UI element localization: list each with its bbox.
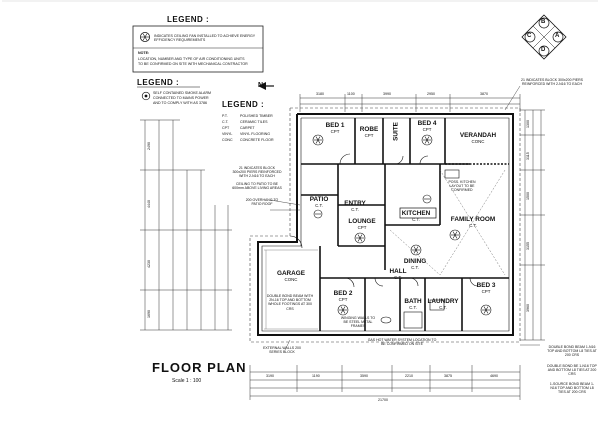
door-swings: [289, 153, 479, 288]
kitchen-bench: [399, 207, 437, 219]
note-beam-r2: DOUBLE BOND BE 1-N16 TOP AND BOTTOM L8 T…: [547, 364, 597, 377]
note-block-mid: 21 INDICATES BLOCK 300x200 PIERS REINFOR…: [232, 166, 282, 179]
finish-code-conc: CONC: [222, 138, 233, 142]
north-arrow: [258, 82, 274, 90]
smoke-legend-line-3: AND TO COMPLY WITH AS 3786: [153, 101, 208, 105]
dim-left-4: 1690: [147, 310, 151, 318]
note-bond-beam-garage: DOUBLE BOND BEAM WITH 2N-16 TOP AND BOTT…: [266, 294, 314, 311]
dim-bottom-5: 3875: [444, 374, 452, 378]
note-gas-hws: GAS HOT WATER SYSTEM LOCATION TO BE CONF…: [367, 338, 437, 347]
top-dimension-lines: [299, 94, 521, 112]
room-suite: SUITE: [392, 122, 400, 141]
note-ceiling-patio: CEILING TO PATIO TO BE 600mm ABOVE LIVIN…: [232, 182, 282, 191]
finish-desc-pt: POLISHED TIMBER: [240, 114, 273, 118]
garage-hatch: [264, 249, 318, 330]
laundry-tub: [429, 299, 445, 311]
note-overhang: 200 OVERHANG TO PATIO ROOF: [245, 198, 279, 207]
finish-code-pt: P.T.: [222, 114, 228, 118]
smoke-alarm-symbol: [141, 91, 151, 101]
dim-bottom-4: 2210: [405, 374, 413, 378]
fan-legend-note-line-2: TO BE CONFIRMED ON SITE WITH MECHANICAL …: [138, 62, 248, 66]
fan-legend-icon: [140, 32, 150, 42]
leader-lines: [269, 85, 540, 351]
ceiling-lines: [389, 169, 506, 276]
dim-bottom-2: 1190: [312, 374, 320, 378]
note-block-top: 21 INDICATES BLOCK 300x200 PIERS REINFOR…: [521, 78, 583, 87]
note-external-walls: EXTERNAL WALLS 200 SERIES BLOCK: [263, 346, 301, 355]
finish-desc-cpt: CARPET: [240, 126, 255, 130]
note-kitchen-layout: POSS. KITCHEN LAYOUT TO BE CONFIRMED: [448, 180, 476, 193]
left-dimension-lines: [140, 119, 232, 331]
dim-bottom-6: 4690: [490, 374, 498, 378]
note-beam-r1: DOUBLE BOND BEAM 1-N16 TOP AND BOTTOM L8…: [547, 345, 597, 358]
fan-legend-title: LEGEND :: [167, 15, 210, 24]
toilet: [380, 316, 392, 324]
note-beam-r3: 1-SOURCE BOND BEAM 1-N16 TOP AND BOTTOM …: [549, 382, 595, 395]
dim-top-1: 3180: [316, 92, 324, 96]
internal-walls: [301, 118, 509, 331]
finishes-legend-title: LEGEND :: [222, 100, 265, 109]
dim-top-3: 3990: [383, 92, 391, 96]
fan-legend-note-line-1: LOCATION, NUMBER AND TYPE OF AIR CONDITI…: [138, 57, 245, 61]
north-label: N: [258, 82, 264, 89]
ceiling-fans: [312, 134, 492, 316]
dim-left-3: 4230: [147, 260, 151, 268]
dim-top-5: 3870: [480, 92, 488, 96]
finish-desc-conc: CONCRETE FLOOR: [240, 138, 274, 142]
smoke-legend-line-1: SELF CONTAINED SMOKE ALARM: [153, 91, 212, 95]
dim-top-4: 2950: [427, 92, 435, 96]
floor-plan-title: FLOOR PLAN: [152, 360, 247, 375]
dim-right-5: 3960: [526, 304, 530, 312]
finish-code-ct: C.T.: [222, 120, 229, 124]
dim-bottom-total: 21700: [378, 398, 388, 402]
finish-code-vinyl: VINYL: [222, 132, 233, 136]
fan-legend-box: [132, 25, 264, 73]
bath-tub: [403, 311, 423, 329]
smoke-legend-line-2: CONNECTED TO MAINS POWER: [153, 96, 209, 100]
dim-bottom-3: 3590: [360, 374, 368, 378]
dim-left-1: 2490: [147, 142, 151, 150]
finish-desc-vinyl: VINYL FLOORING: [240, 132, 271, 136]
compass-letter-bottom: D: [541, 47, 546, 53]
compass-rose: [521, 14, 567, 60]
dim-left-2: 4440: [147, 200, 151, 208]
finish-code-cpt: CPT: [222, 126, 230, 130]
fan-legend-item: INDICATES CEILING FAN INSTALLED TO ACHIE…: [154, 34, 256, 43]
right-dimension-lines: [520, 109, 545, 341]
compass-letter-left: C: [527, 33, 532, 39]
compass-letter-top: B: [541, 19, 546, 25]
dim-right-4: 3155: [526, 242, 530, 250]
finish-desc-ct: CERAMIC TILES: [240, 120, 268, 124]
note-wing-walls: WINGING WALLS TO BE STEEL METAL FRAMES: [340, 316, 376, 329]
dim-top-2: 1100: [347, 92, 355, 96]
dim-right-3: 1500: [526, 192, 530, 200]
external-walls: [257, 113, 514, 336]
dim-right-1: 1300: [526, 120, 530, 128]
bottom-dimension-lines: [249, 365, 521, 400]
dim-bottom-1: 3190: [266, 374, 274, 378]
fan-legend-note-title: NOTE:: [138, 51, 150, 55]
dim-right-2: 3115: [526, 152, 530, 160]
smoke-legend-title: LEGEND :: [137, 78, 180, 87]
compass-letter-right: A: [555, 33, 560, 39]
floor-plan-scale: Scale 1 : 100: [172, 378, 202, 384]
